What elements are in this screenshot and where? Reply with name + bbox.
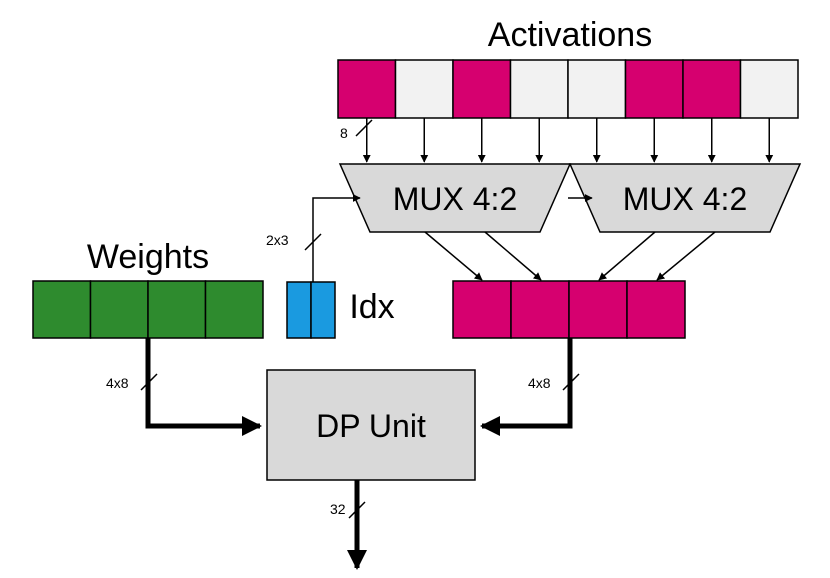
activations-register: [337, 59, 799, 119]
mux-right: [568, 163, 802, 233]
idx-label: Idx: [349, 288, 394, 326]
activation-cell: [509, 59, 569, 119]
activation-cell: [682, 59, 742, 119]
selected-activation-cell: [568, 280, 628, 339]
activation-cell: [739, 59, 799, 119]
bit-width-slash-8: [355, 119, 373, 137]
bit-width-label-8: 8: [340, 125, 348, 141]
mux-left: [338, 163, 572, 233]
activation-cell: [624, 59, 684, 119]
idx-cell: [286, 281, 312, 339]
bit-width-slash-idx: [304, 233, 322, 251]
mux-right-output-b: [656, 231, 716, 281]
weights-title: Weights: [87, 238, 209, 276]
selected-activation-cell: [626, 280, 686, 339]
activation-cell: [394, 59, 454, 119]
activation-cell: [452, 59, 512, 119]
mux-left-output-a: [424, 231, 483, 281]
weights-bus: [145, 338, 262, 436]
mux-left-output-b: [484, 231, 542, 281]
selected-activation-cell: [452, 280, 512, 339]
activation-cell: [337, 59, 397, 119]
bit-width-slash-output: [348, 501, 366, 519]
idx-register: [286, 281, 336, 339]
mux-right-output-a: [598, 231, 656, 281]
weight-cell: [89, 280, 149, 339]
mux-right-label: MUX 4:2: [623, 181, 747, 217]
weights-register: [32, 280, 264, 339]
weight-cell: [32, 280, 92, 339]
selected-activations-register: [452, 280, 686, 339]
selected-activation-cell: [510, 280, 570, 339]
activation-to-mux-arrows: [362, 118, 774, 163]
mux-left-label: MUX 4:2: [393, 181, 517, 217]
activations-title: Activations: [488, 16, 652, 54]
bit-width-label-idx: 2x3: [266, 232, 289, 248]
idx-cell: [310, 281, 336, 339]
idx-select-line: [312, 194, 361, 282]
bit-width-label-selected: 4x8: [528, 375, 551, 391]
weight-cell: [204, 280, 264, 339]
bit-width-label-weights: 4x8: [106, 375, 129, 391]
activation-cell: [567, 59, 627, 119]
dp-unit-label: DP Unit: [316, 408, 426, 444]
selected-activations-bus: [480, 338, 573, 436]
weight-cell: [147, 280, 207, 339]
bit-width-slash-weights: [140, 373, 158, 391]
dp-unit-box: [266, 369, 476, 481]
bit-width-slash-selected: [562, 373, 580, 391]
bit-width-label-output: 32: [330, 501, 346, 517]
